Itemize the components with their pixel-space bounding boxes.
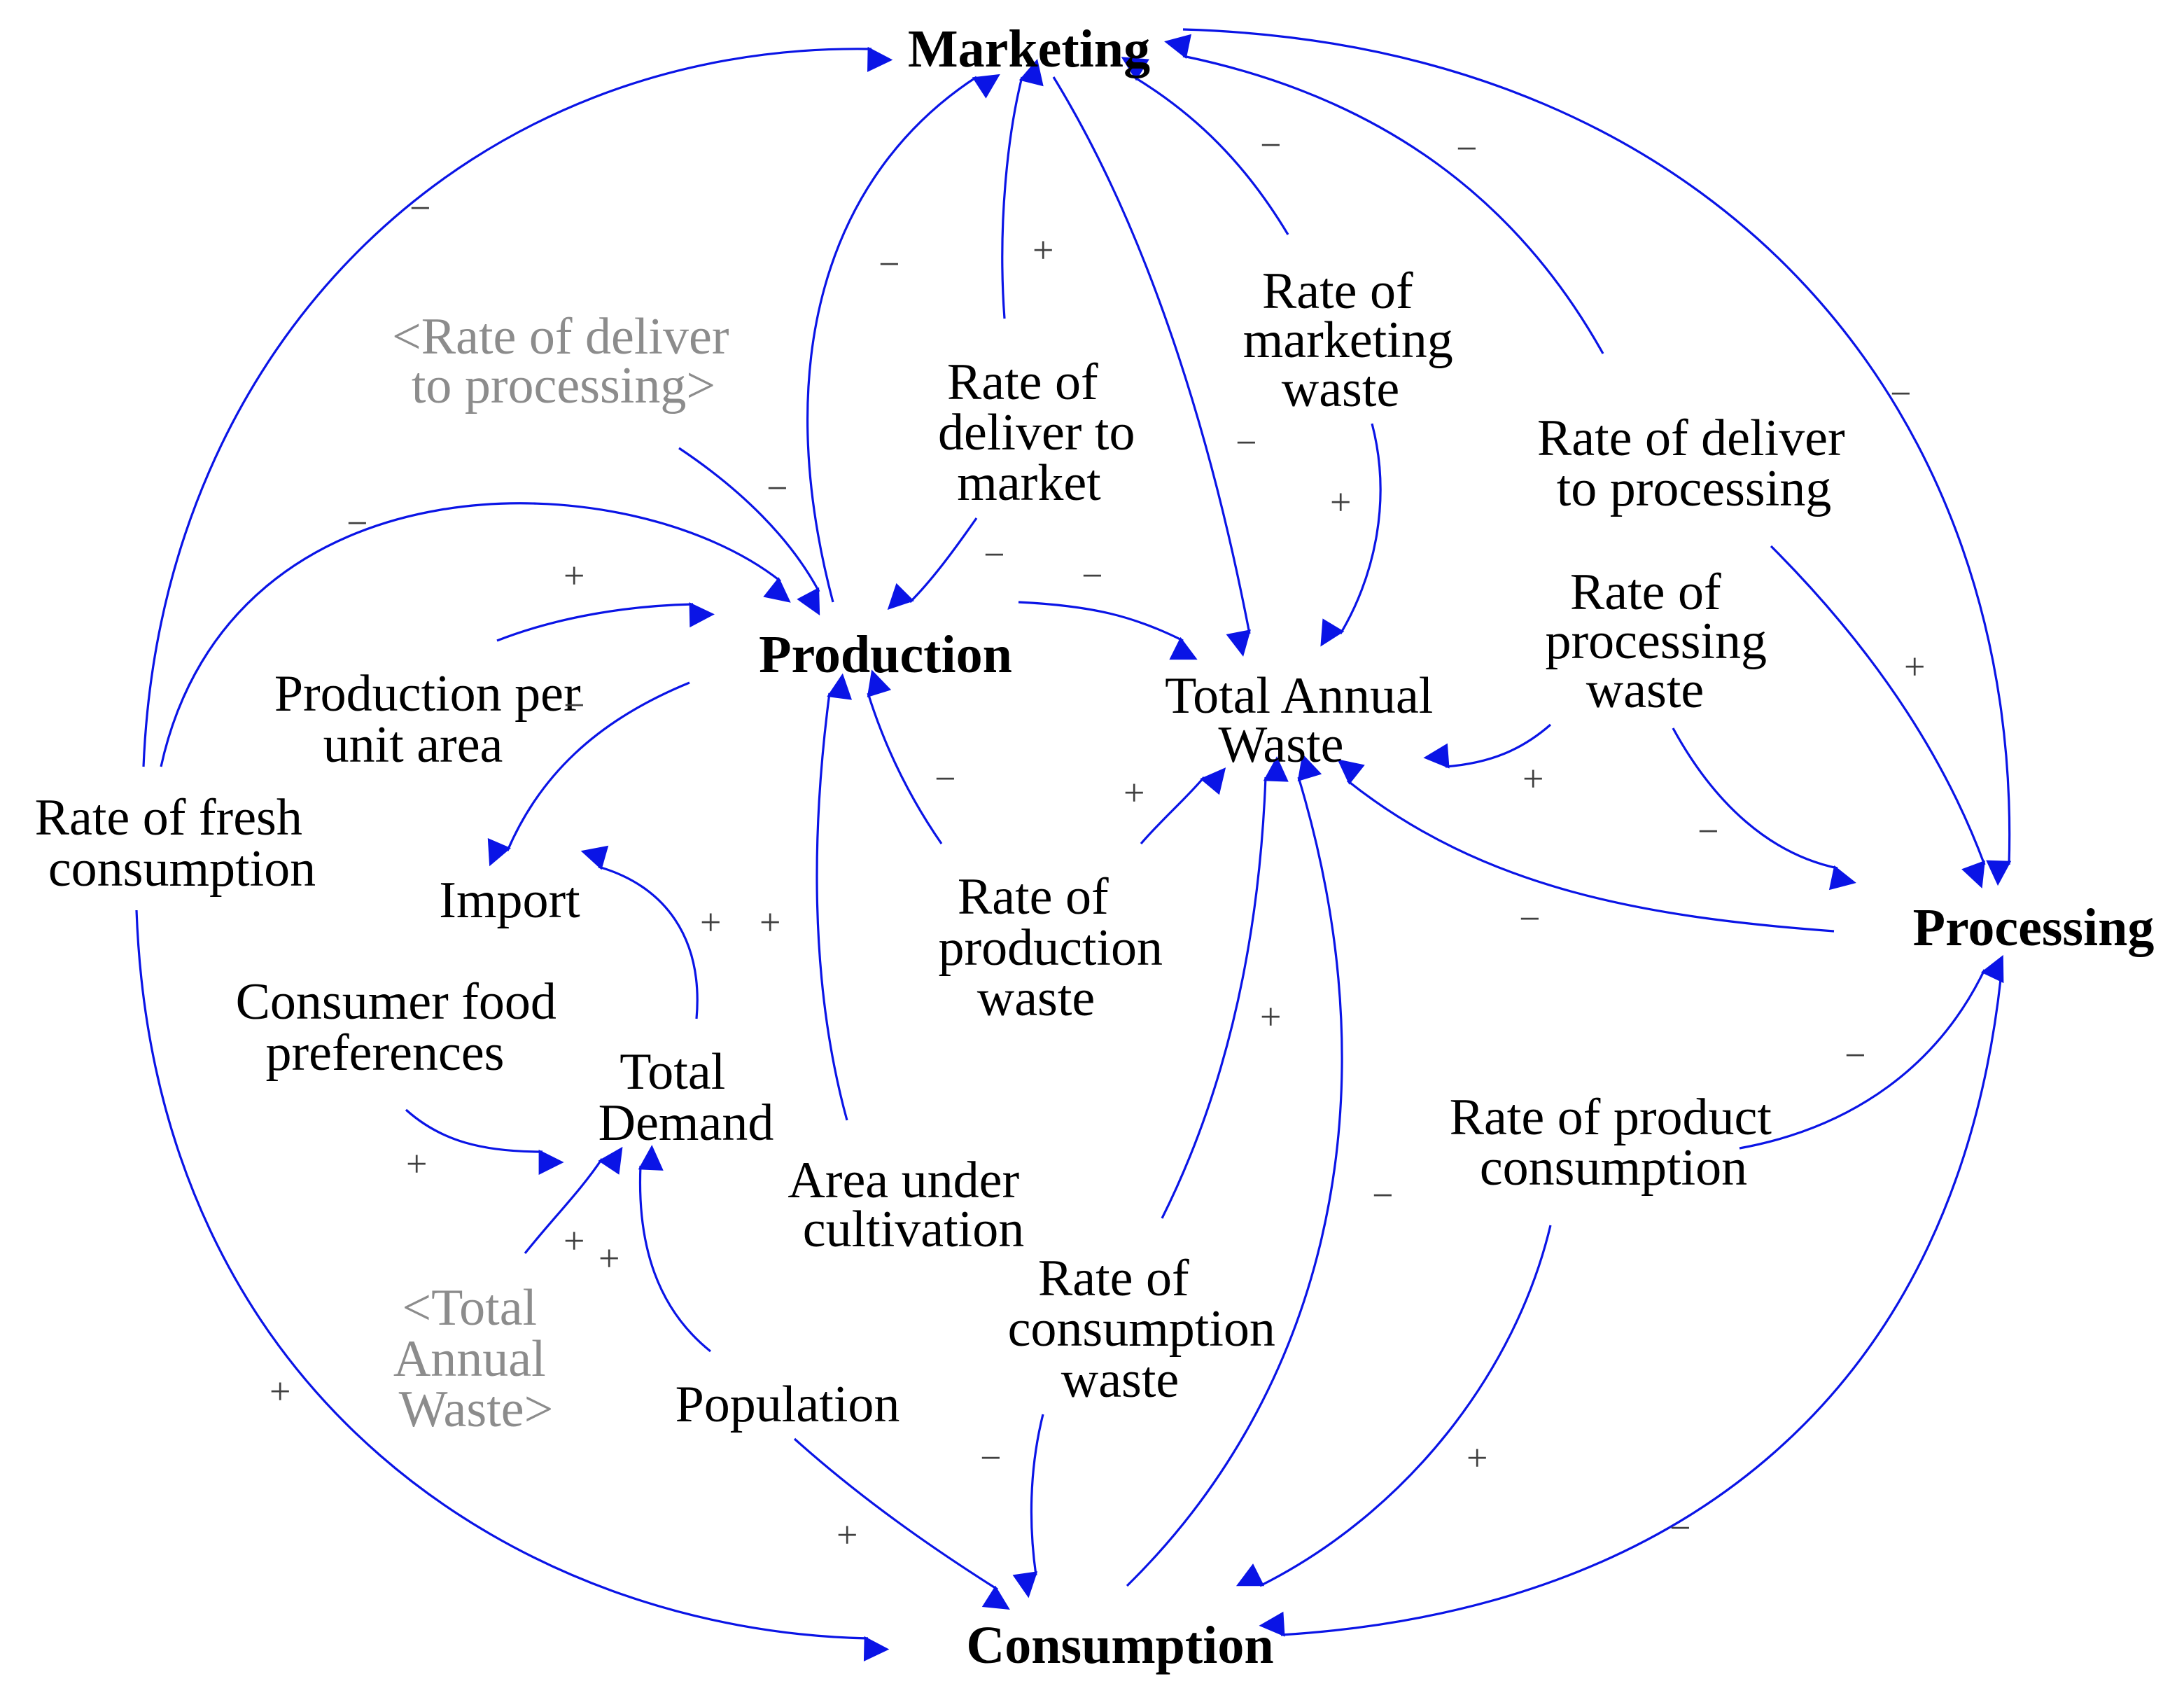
polarity-sign: − [983, 534, 1004, 576]
node-total-demand: Total Demand [598, 1043, 774, 1152]
arrow-deliver-market-to-production [887, 517, 978, 611]
arrow-processing-to-total-waste [1337, 759, 1835, 933]
node-rate-fresh-consumption: Rate of fresh consumption [35, 789, 316, 898]
polarity-sign: − [1236, 421, 1256, 464]
polarity-sign: − [1372, 1174, 1393, 1216]
node-processing: Processing [1913, 898, 2155, 957]
polarity-sign: + [564, 1220, 584, 1262]
polarity-sign: − [1082, 555, 1102, 597]
node-production: Production [759, 625, 1012, 684]
arrow-population-to-consumption [793, 1437, 1010, 1610]
polarity-sign: − [1698, 810, 1718, 852]
polarity-sign: − [1519, 898, 1540, 940]
node-consumption: Consumption [966, 1616, 1273, 1675]
node-rate-deliver-processing: Rate of deliver to processing [1537, 410, 1858, 517]
arrow-consumption-waste-to-total-waste [1161, 755, 1289, 1219]
arrow-production-waste-to-total-waste [1140, 767, 1226, 845]
polarity-sign: − [410, 187, 430, 229]
arrow-population-to-demand [638, 1145, 712, 1353]
arrow-production-to-marketing [806, 74, 1000, 603]
arrow-shadow-deliver-processing-to-production [678, 447, 820, 616]
arrow-marketing-waste-to-total-waste [1320, 423, 1382, 647]
polarity-sign: + [1032, 229, 1054, 271]
polarity-sign: + [1260, 996, 1281, 1038]
node-production-per-unit-area: Production per unit area [274, 665, 594, 774]
arrow-shadow-waste-to-demand [524, 1146, 623, 1254]
arrow-total-demand-to-import [580, 845, 699, 1019]
arrow-production-per-area-to-production [496, 602, 715, 642]
polarity-sign: − [564, 684, 584, 726]
arrow-processing-waste-to-processing [1672, 727, 1856, 891]
polarity-sign: − [1456, 127, 1477, 169]
arrow-fresh-consumption-to-marketing [142, 46, 893, 767]
polarity-sign: − [1670, 1507, 1690, 1549]
arrow-processing-waste-to-total-waste [1423, 723, 1552, 769]
polarity-sign: − [1890, 372, 1911, 414]
polarity-sign: − [766, 467, 788, 509]
polarity-signs: − − + − − − − + − − + − − + − + − + − − … [270, 124, 1925, 1556]
arrow-production-to-import [487, 681, 690, 867]
node-area-under-cultivation: Area under cultivation [788, 1152, 1032, 1258]
polarity-sign: − [346, 502, 368, 544]
node-consumer-food-preferences: Consumer food preferences [236, 973, 570, 1082]
node-import: Import [439, 872, 580, 929]
node-rate-processing-waste: Rate of processing waste [1546, 564, 1780, 719]
arrows [135, 28, 2012, 1661]
polarity-sign: − [878, 243, 899, 285]
node-population: Population [676, 1376, 900, 1433]
arrow-area-cultivation-to-production [816, 673, 853, 1121]
node-rate-production-waste: Rate of production waste [938, 868, 1175, 1027]
node-shadow-total-annual-waste: <Total Annual Waste> [393, 1279, 559, 1438]
arrow-processing-to-consumption [1259, 966, 2003, 1637]
polarity-sign: − [1260, 124, 1281, 166]
node-total-annual-waste: Total Annual Waste [1165, 667, 1446, 774]
node-rate-product-consumption: Rate of product consumption [1450, 1089, 1785, 1197]
polarity-sign: + [1904, 646, 1925, 688]
polarity-sign: + [1330, 481, 1351, 523]
polarity-sign: + [598, 1237, 620, 1279]
node-rate-consumption-waste: Rate of consumption waste [1008, 1250, 1289, 1409]
arrow-deliver-market-to-marketing [1001, 58, 1044, 319]
arrow-production-to-total-waste [1018, 601, 1198, 660]
polarity-sign: + [1522, 758, 1544, 800]
polarity-sign: + [270, 1370, 290, 1412]
polarity-sign: + [564, 555, 584, 597]
arrow-production-waste-to-production [867, 669, 943, 844]
arrow-deliver-processing-to-marketing [1164, 34, 1604, 354]
node-rate-marketing-waste: Rate of marketing waste [1243, 263, 1466, 418]
arrow-fresh-consumption-to-consumption [135, 910, 890, 1661]
arrow-deliver-processing-to-processing [1770, 545, 1986, 889]
polarity-sign: − [934, 758, 955, 800]
arrow-food-preferences-to-demand [405, 1108, 564, 1175]
polarity-sign: − [980, 1437, 1001, 1479]
node-shadow-rate-deliver-processing: <Rate of deliver to processing> [392, 308, 742, 414]
polarity-sign: − [1844, 1034, 1865, 1076]
polarity-sign: + [700, 901, 721, 943]
arrow-product-consumption-to-consumption [1236, 1225, 1552, 1587]
arrow-marketing-to-processing [1182, 28, 2012, 886]
arrow-fresh-consumption-to-production [160, 502, 791, 767]
polarity-sign: + [1124, 772, 1144, 814]
polarity-sign: + [760, 901, 780, 943]
arrow-marketing-waste-to-marketing [1121, 57, 1289, 235]
arrow-consumption-to-total-waste [1126, 753, 1343, 1587]
arrow-product-consumption-to-processing [1739, 954, 2004, 1150]
polarity-sign: + [1466, 1437, 1488, 1479]
polarity-sign: + [836, 1514, 858, 1556]
node-rate-deliver-market: Rate of deliver to market [938, 354, 1148, 512]
arrow-consumption-waste-to-consumption [1012, 1414, 1044, 1598]
nodes: Marketing Production Processing Consumpt… [35, 20, 2155, 1675]
polarity-sign: + [406, 1143, 427, 1185]
node-marketing: Marketing [908, 20, 1150, 78]
arrow-marketing-to-total-waste [1052, 76, 1251, 657]
